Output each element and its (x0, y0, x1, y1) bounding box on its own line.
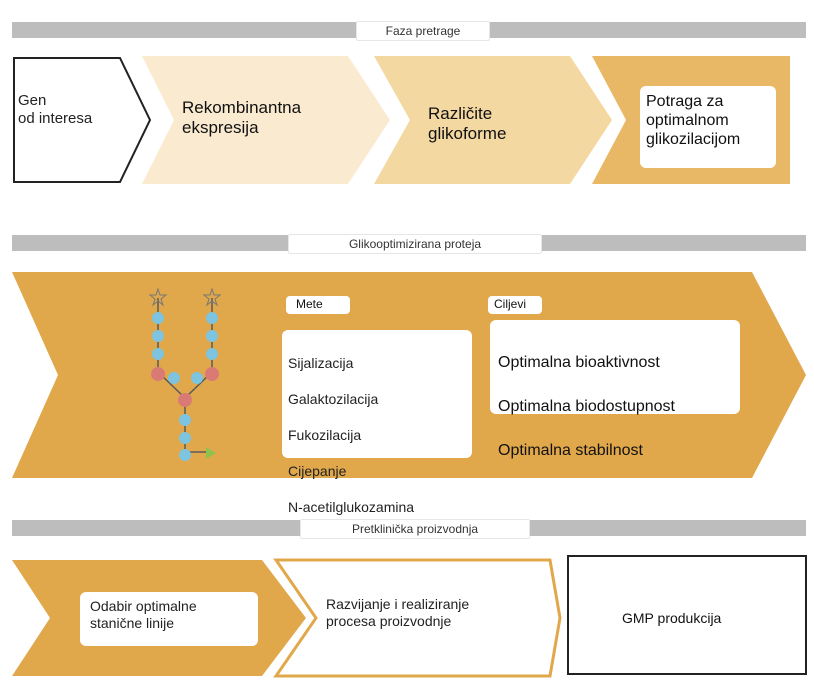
ciljevi-item: Optimalna biodostupnost (498, 398, 675, 415)
s3-step2-label: Razvijanje i realiziranje procesa proizv… (326, 596, 470, 629)
s1-step4-label: Potraga za optimalnom glikozilacijom (646, 93, 741, 149)
mete-title: Mete (296, 297, 323, 311)
ciljevi-list: Optimalna bioaktivnost Optimalna biodost… (498, 330, 675, 484)
s3-step1-label: Odabir optimalne stanične linije (90, 598, 197, 631)
section1-title: Faza pretrage (356, 21, 490, 41)
ciljevi-list-box (490, 320, 740, 414)
mete-item: Fukozilacija (288, 427, 362, 443)
ciljevi-title: Ciljevi (494, 297, 527, 311)
s3-step1-label-box (80, 592, 258, 646)
ciljevi-title-box (488, 296, 542, 314)
mete-item: Sijalizacija (288, 355, 354, 371)
ciljevi-item: Optimalna stabilnost (498, 442, 643, 459)
s3-step3-box (567, 555, 807, 675)
section2-title: Glikooptimizirana proteja (288, 234, 542, 254)
mete-item: Galaktozilacija (288, 391, 379, 407)
s1-step3-chevron (374, 56, 612, 184)
s1-step3-label: Različite glikoforme (428, 104, 507, 144)
mete-list: Sijalizacija Galaktozilacija Fukozilacij… (288, 336, 414, 534)
s1-step1-chevron (13, 57, 152, 183)
ciljevi-item: Optimalna bioaktivnost (498, 354, 660, 371)
s1-step2-chevron (142, 56, 390, 184)
s1-step4-label-box (640, 86, 776, 168)
s3-step2-chevron (273, 558, 562, 678)
s1-step2-label: Rekombinantna ekspresija (182, 98, 302, 138)
glycan-structure-icon (148, 287, 222, 461)
mete-item: N-acetilglukozamina (288, 499, 415, 515)
mete-item: Cijepanje (288, 463, 347, 479)
section3-title: Pretklinička proizvodnja (300, 519, 530, 539)
mete-title-box (286, 296, 350, 314)
s3-step3-label: GMP produkcija (622, 610, 722, 626)
mete-list-box (282, 330, 472, 458)
s1-step1-label: Gen od interesa (18, 92, 93, 127)
